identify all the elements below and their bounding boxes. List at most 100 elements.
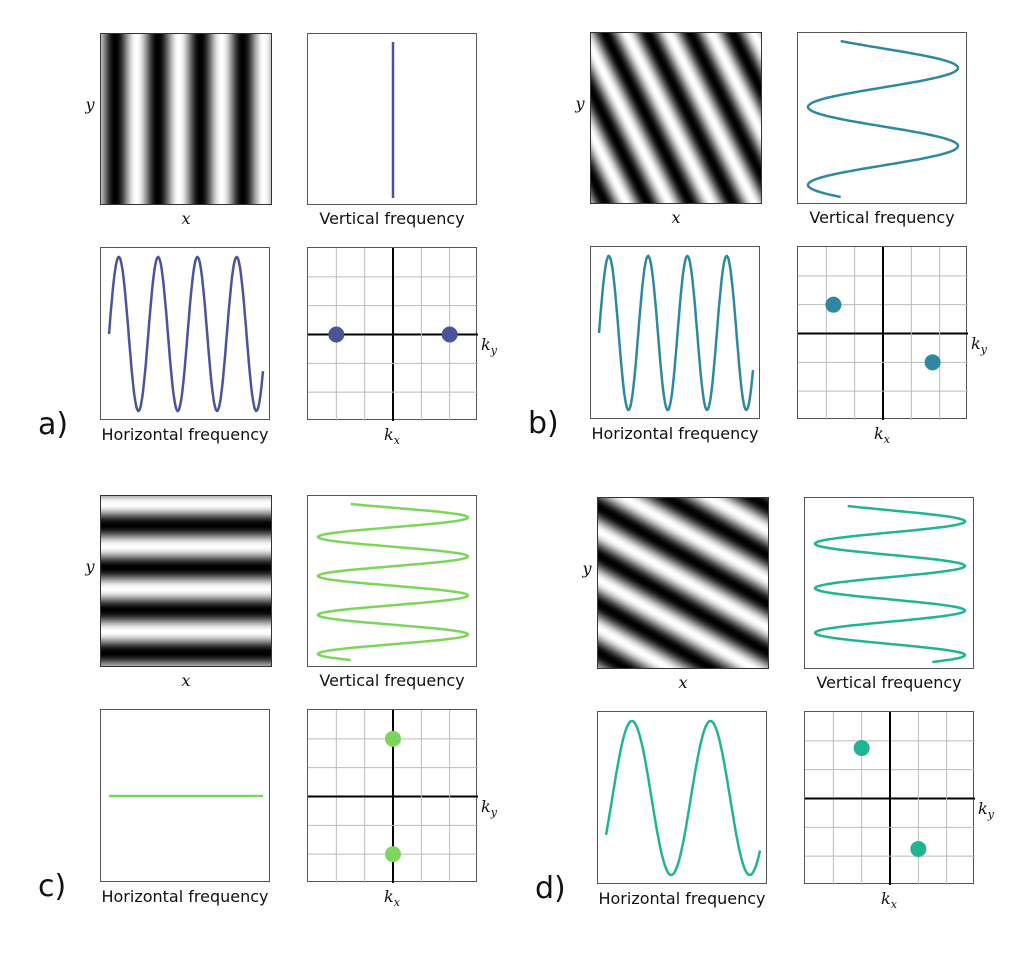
panel-c-letter: c) (38, 869, 67, 904)
panel-b-y-label: y (575, 94, 584, 113)
panel-c-y-label: y (85, 557, 94, 576)
panel-b-grating-image (590, 32, 762, 204)
panel-d-kx-label-text: k (881, 889, 891, 908)
panel-d-horizontal-frequency-curve (604, 719, 762, 877)
panel-b-horizontal-frequency-curve (597, 254, 755, 412)
panel-c-vertical-frequency-label: Vertical frequency (319, 671, 464, 690)
panel-d-x-label: x (678, 673, 687, 692)
panel-c-grating-image (100, 495, 272, 667)
panel-b-x-label: x (671, 208, 680, 227)
panel-c-vertical-frequency-plot (307, 495, 477, 667)
panel-b-kx-label-subscript: x (883, 433, 890, 447)
panel-d-kx-label: kx (881, 889, 897, 911)
panel-b-k-space-svg (798, 247, 968, 420)
panel-c-kx-label-text: k (384, 887, 394, 906)
panel-d-x-label-text: x (678, 673, 688, 692)
panel-c-vertical-frequency-curve (316, 502, 470, 662)
panel-d-ky-label: ky (978, 799, 994, 821)
panel-a-kx-label: kx (384, 425, 400, 447)
panel-d-y-label: y (582, 559, 591, 578)
panel-c-horizontal-frequency-label-text: Horizontal frequency (101, 887, 269, 906)
panel-c-vertical-frequency-label-text: Vertical frequency (319, 671, 465, 690)
panel-b-x-label-text: x (671, 208, 681, 227)
panel-a-kx-label-text: k (384, 425, 394, 444)
panel-b-ky-label: ky (971, 334, 987, 356)
panel-b-ky-label-text: k (971, 334, 981, 353)
panel-b-vertical-frequency-plot (797, 32, 967, 204)
panel-b-ky-label-subscript: y (980, 343, 987, 357)
panel-b-frequency-dot (825, 296, 842, 313)
panel-d-frequency-dot (853, 740, 870, 757)
panel-b-horizontal-curve-svg (597, 254, 755, 412)
panel-b-letter: b) (528, 406, 559, 441)
panel-a-horizontal-frequency-plot (100, 247, 270, 420)
panel-c-frequency-dot (385, 730, 401, 747)
panel-d-vertical-frequency-label: Vertical frequency (816, 673, 961, 692)
panel-a-vertical-frequency-label: Vertical frequency (319, 209, 464, 228)
panel-b-horizontal-frequency-label-text: Horizontal frequency (591, 424, 759, 443)
panel-d-y-label-text: y (582, 559, 592, 578)
panel-a-vertical-frequency-plot (307, 33, 477, 205)
panel-c-horizontal-curve-svg (109, 794, 263, 798)
panel-a-frequency-dot (441, 326, 458, 343)
panel-a-horizontal-frequency-label: Horizontal frequency (101, 425, 268, 444)
panel-b-y-label-text: y (575, 94, 585, 113)
panel-a-horizontal-curve-svg (107, 255, 265, 413)
panel-c-horizontal-frequency-plot (100, 709, 270, 882)
panel-a-y-label: y (85, 95, 94, 114)
panel-c-ky-label-subscript: y (490, 806, 497, 820)
panel-a-horizontal-frequency-curve (107, 255, 265, 413)
panel-b-vertical-frequency-label-text: Vertical frequency (809, 208, 955, 227)
panel-c-kx-label: kx (384, 887, 400, 909)
panel-b-vertical-curve-svg (806, 39, 960, 199)
panel-a-ky-label-subscript: y (490, 344, 497, 358)
panel-a-horizontal-frequency-label-text: Horizontal frequency (101, 425, 269, 444)
panel-a-x-label: x (181, 209, 190, 228)
panel-a-frequency-dot (328, 326, 345, 343)
panel-a-kx-label-subscript: x (393, 434, 400, 448)
panel-a-k-space-svg (308, 248, 478, 421)
panel-d-vertical-frequency-plot (804, 497, 974, 669)
panel-d-k-space-svg (805, 712, 975, 885)
panel-d-ky-label-text: k (978, 799, 988, 818)
panel-d-kx-label-subscript: x (890, 898, 897, 912)
panel-d-horizontal-frequency-label-text: Horizontal frequency (598, 889, 766, 908)
panel-a-ky-label-text: k (481, 335, 491, 354)
panel-d-vertical-curve-svg (813, 504, 967, 664)
panel-c-x-label-text: x (181, 671, 191, 690)
panel-c-horizontal-frequency-label: Horizontal frequency (101, 887, 268, 906)
panel-b-vertical-frequency-curve (806, 39, 960, 199)
panel-d-frequency-dot (910, 840, 927, 857)
panel-a-grating-image (100, 33, 272, 205)
panel-a-letter: a) (38, 407, 69, 442)
panel-d-ky-label-subscript: y (987, 808, 994, 822)
panel-b-frequency-dot (924, 354, 941, 371)
panel-c-x-label: x (181, 671, 190, 690)
panel-a-y-label-text: y (85, 95, 95, 114)
panel-a-x-label-text: x (181, 209, 191, 228)
panel-d-vertical-frequency-label-text: Vertical frequency (816, 673, 962, 692)
panel-d-horizontal-curve-svg (604, 719, 762, 877)
panel-a-vertical-frequency-label-text: Vertical frequency (319, 209, 465, 228)
panel-d-letter: d) (535, 871, 566, 906)
panel-d-grating-image (597, 497, 769, 669)
panel-a-ky-label: ky (481, 335, 497, 357)
panel-b-vertical-frequency-label: Vertical frequency (809, 208, 954, 227)
panel-c-ky-label: ky (481, 797, 497, 819)
panel-a-k-space-plot (307, 247, 478, 421)
panel-c-vertical-curve-svg (316, 502, 470, 662)
panel-c-y-label-text: y (85, 557, 95, 576)
panel-b-horizontal-frequency-plot (590, 246, 760, 419)
panel-b-kx-label-text: k (874, 424, 884, 443)
panel-c-k-space-svg (308, 710, 478, 883)
panel-b-k-space-plot (797, 246, 968, 420)
panel-d-k-space-plot (804, 711, 975, 885)
panel-c-frequency-dot (385, 846, 401, 863)
panel-d-horizontal-frequency-plot (597, 711, 767, 884)
panel-d-vertical-frequency-curve (813, 504, 967, 664)
panel-c-ky-label-text: k (481, 797, 491, 816)
panel-b-horizontal-frequency-label: Horizontal frequency (591, 424, 758, 443)
panel-a-vertical-curve-svg (391, 42, 395, 198)
panel-d-horizontal-frequency-label: Horizontal frequency (598, 889, 765, 908)
